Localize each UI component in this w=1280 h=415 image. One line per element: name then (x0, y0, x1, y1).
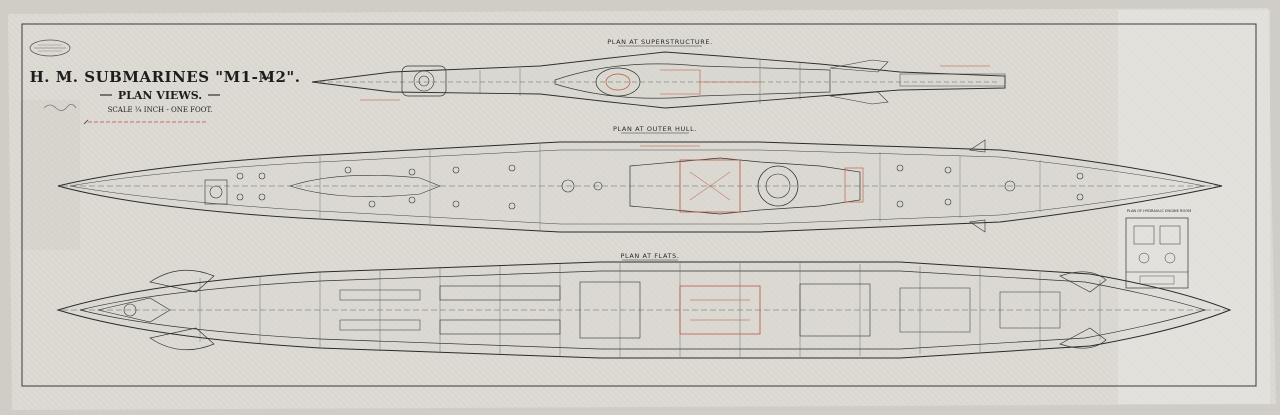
drawing-border (21, 23, 1257, 387)
paper-faded-right-edge (1118, 10, 1270, 404)
drawing-title: H. M. SUBMARINES "M1-M2". (30, 68, 301, 86)
view-label-superstructure: PLAN AT SUPERSTRUCTURE. (607, 38, 713, 46)
inset-hydraulic-engine-room: PLAN OF HYDRAULIC ENGINE ROOM (1125, 209, 1192, 289)
paper-sheet (8, 8, 1276, 410)
plan-superstructure (311, 51, 1006, 109)
plan-flats (56, 261, 1232, 359)
paper-stain (20, 100, 80, 250)
handwritten-annotation (43, 104, 77, 111)
archive-stamp (29, 39, 71, 57)
view-label-outer-hull: PLAN AT OUTER HULL. (613, 125, 697, 133)
view-label-flats: PLAN AT FLATS. (620, 252, 679, 260)
inset-title: PLAN OF HYDRAULIC ENGINE ROOM (1127, 209, 1192, 213)
title-block: H. M. SUBMARINES "M1-M2". PLAN VIEWS. SC… (30, 68, 301, 125)
drawing-scale: SCALE ¼ INCH - ONE FOOT. (108, 106, 213, 114)
plan-outer-hull (57, 139, 1223, 233)
drawing-subtitle: PLAN VIEWS. (118, 89, 202, 102)
